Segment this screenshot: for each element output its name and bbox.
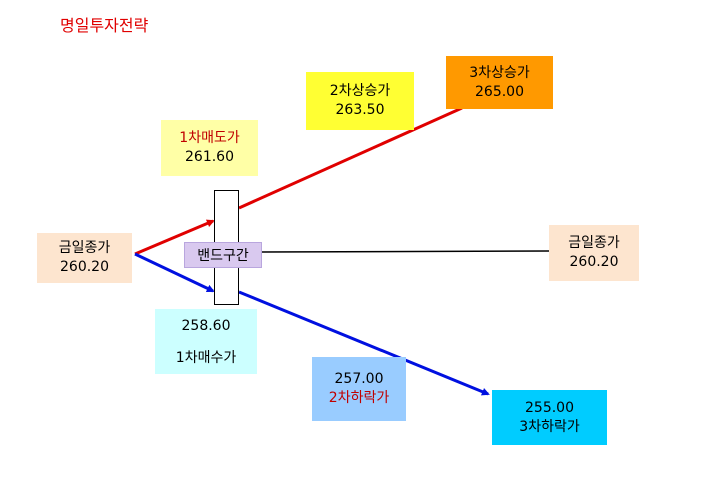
sell1-value: 261.60 [185,149,234,165]
rise3-box: 3차상승가 265.00 [446,56,553,109]
today-close-left-box: 금일종가 260.20 [37,233,132,283]
today-close-left-label: 금일종가 [58,240,111,256]
page-title: 명일투자전략 [60,16,149,35]
fall3-value: 255.00 [525,399,574,416]
buy1-box: 258.60 1차매수가 [155,309,257,374]
today-close-right-box: 금일종가 260.20 [549,225,639,281]
sell1-label: 1차매도가 [179,130,240,146]
up-arrow-line [134,219,215,256]
down-arrow-line [134,252,215,293]
rise3-label: 3차상승가 [469,64,530,81]
band-flat-line [261,250,550,253]
band-zone-label: 밴드구간 [184,242,262,268]
buy1-label: 1차매수가 [175,350,237,366]
today-close-right-value: 260.20 [569,254,619,270]
rise2-box: 2차상승가 263.50 [306,72,414,130]
fall2-label: 2차하락가 [328,390,390,406]
fall2-box: 257.00 2차하락가 [312,357,406,421]
buy1-value: 258.60 [181,318,231,334]
fall3-box: 255.00 3차하락가 [492,390,607,445]
rise2-value: 263.50 [335,102,385,118]
up-trend-line [238,106,463,210]
rise2-label: 2차상승가 [329,83,391,99]
fall3-label: 3차하락가 [519,418,580,435]
rise3-value: 265.00 [475,83,524,100]
today-close-right-label: 금일종가 [568,235,620,251]
today-close-left-value: 260.20 [60,259,109,275]
sell1-box: 1차매도가 261.60 [161,120,258,176]
down-trend-line [238,290,490,396]
fall2-value: 257.00 [334,371,384,387]
